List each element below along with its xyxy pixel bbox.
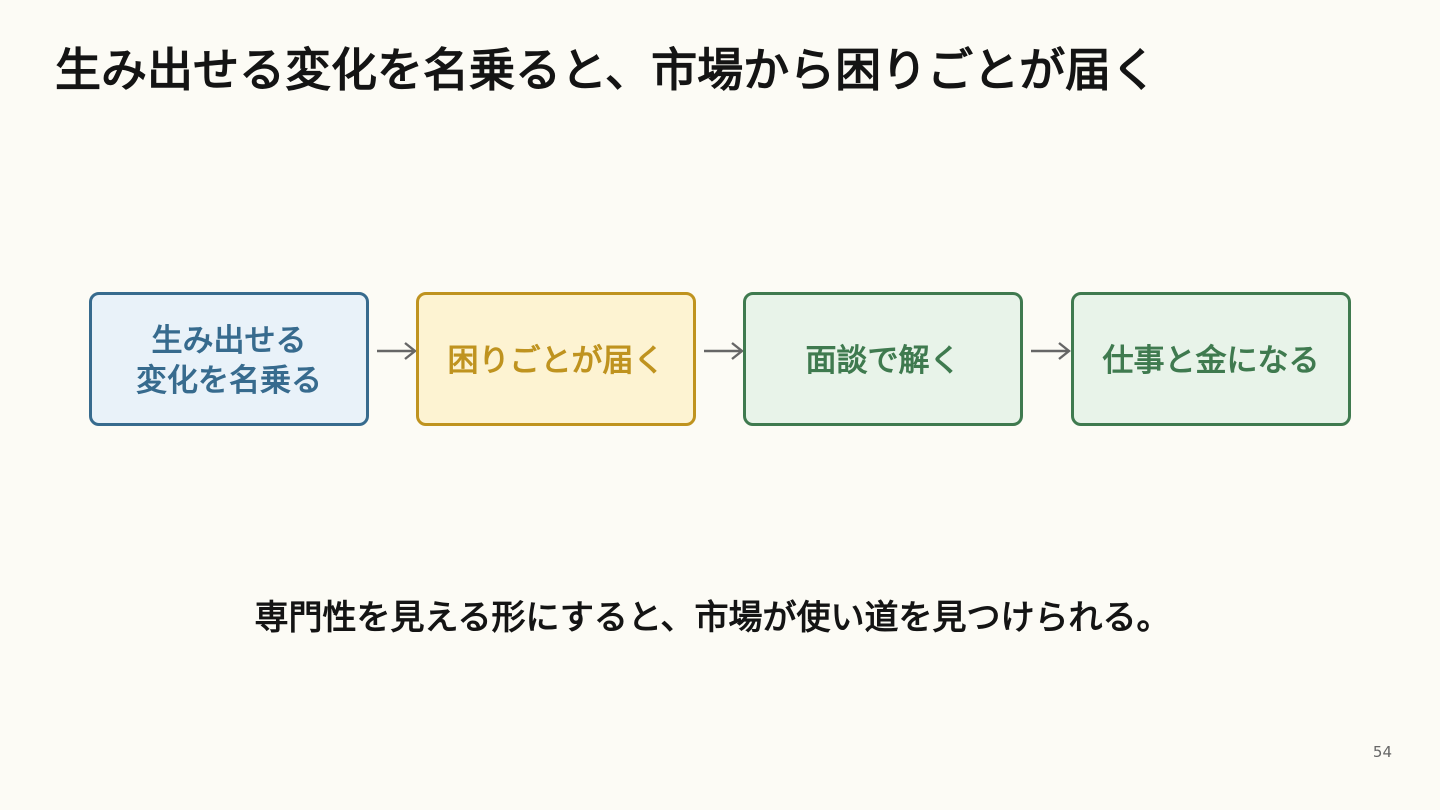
right-arrow-icon [700,336,748,366]
page-number: 54 [1372,743,1392,761]
flow-diagram: 生み出せる 変化を名乗る 困りごとが届く 面談で解く 仕事と金になる [89,292,1351,426]
flow-step-work-and-money: 仕事と金になる [1071,292,1351,426]
right-arrow-icon [373,336,421,366]
right-arrow-icon [1027,336,1075,366]
slide-title: 生み出せる変化を名乗ると、市場から困りごとが届く [55,43,1158,97]
flow-step-solve-in-meeting: 面談で解く [743,292,1023,426]
flow-step-name-change: 生み出せる 変化を名乗る [89,292,369,426]
slide-tagline: 専門性を見える形にすると、市場が使い道を見つけられる。 [254,598,1171,638]
flow-step-problems-arrive: 困りごとが届く [416,292,696,426]
